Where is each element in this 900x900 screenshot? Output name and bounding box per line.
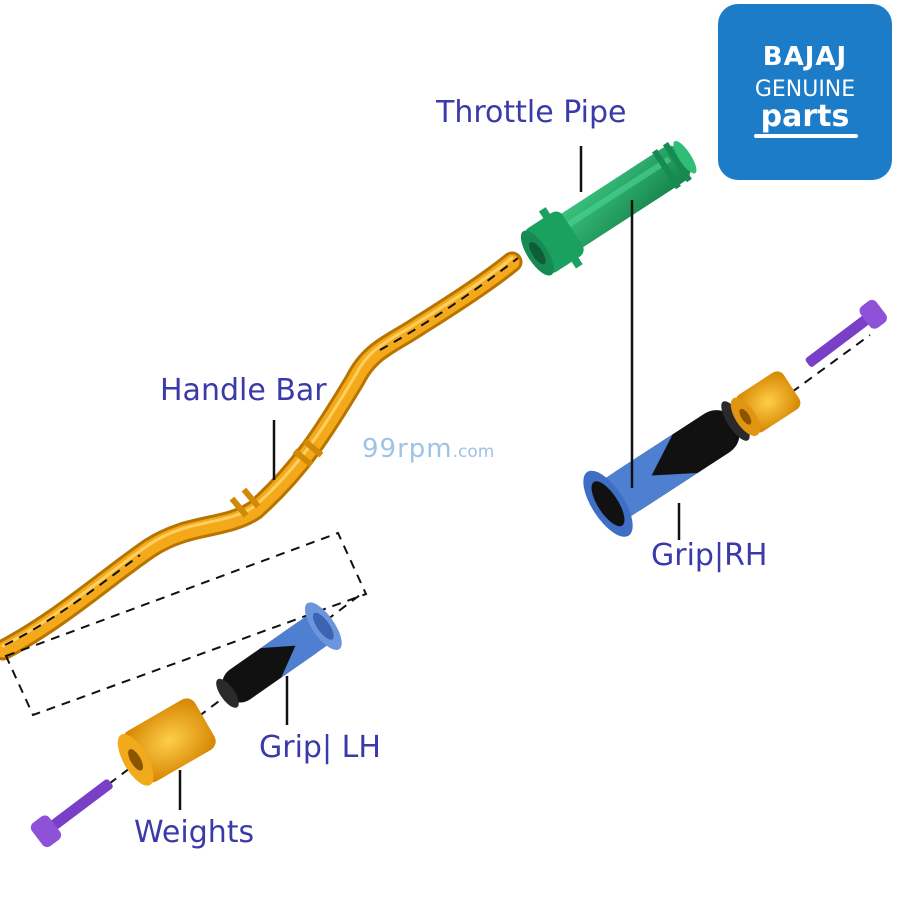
throttle-pipe bbox=[520, 140, 697, 276]
label-throttle-pipe: Throttle Pipe bbox=[436, 95, 627, 130]
handle-bar-axis-right bbox=[379, 257, 519, 351]
watermark-suffix: .com bbox=[452, 442, 495, 462]
bolt-lh bbox=[30, 779, 113, 848]
rh-assembly-axis bbox=[739, 334, 871, 431]
logo-swoosh bbox=[754, 134, 858, 138]
lh-grip-boundary-box bbox=[4, 531, 368, 717]
weight-lh bbox=[117, 698, 216, 786]
handle-bar-knurl bbox=[229, 438, 324, 518]
bolt-rh bbox=[805, 299, 887, 367]
watermark: 99rpm.com bbox=[362, 436, 494, 462]
label-handle-bar: Handle Bar bbox=[160, 373, 327, 408]
weight-rh bbox=[730, 371, 801, 436]
leader-lines bbox=[178, 146, 681, 810]
bajaj-genuine-parts-logo: BAJAJ GENUINE parts bbox=[718, 4, 892, 180]
label-grip-lh: Grip| LH bbox=[259, 730, 381, 765]
label-weights: Weights bbox=[134, 815, 255, 850]
grip-lh bbox=[216, 602, 342, 708]
logo-line-genuine: GENUINE bbox=[754, 77, 856, 102]
label-grip-rh: Grip|RH bbox=[651, 538, 768, 573]
grip-rh bbox=[583, 401, 750, 537]
handle-bar-axis-left bbox=[4, 554, 141, 646]
logo-line-bajaj: BAJAJ bbox=[762, 42, 848, 72]
logo-line-parts: parts bbox=[760, 99, 850, 134]
watermark-main: 99rpm bbox=[362, 434, 453, 464]
